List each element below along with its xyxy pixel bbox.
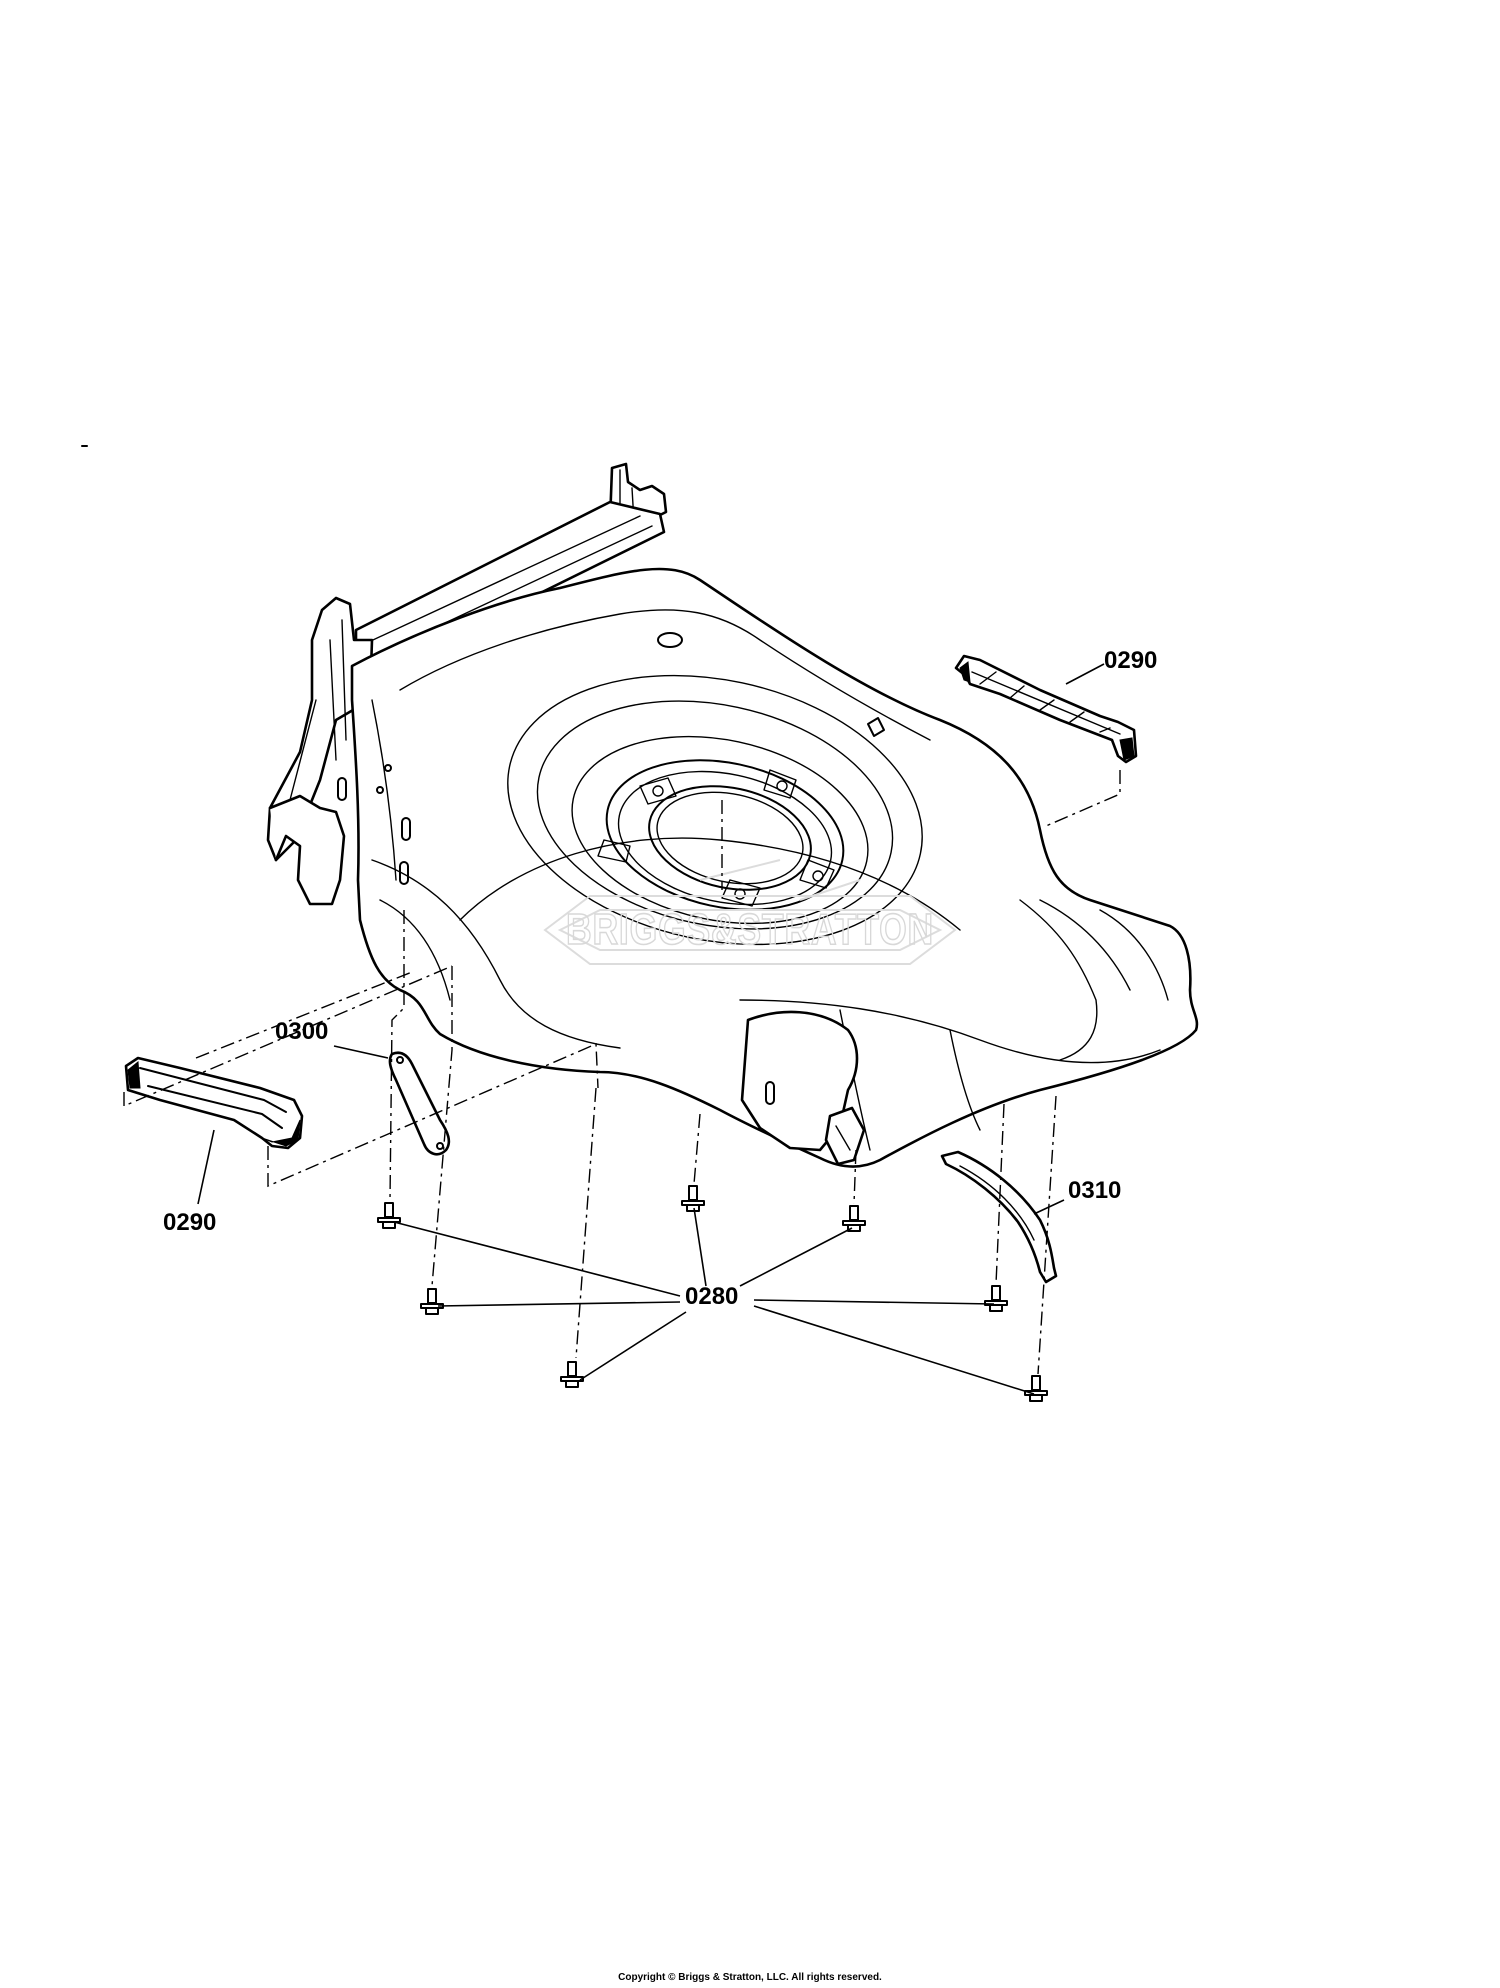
watermark-text: BRIGGS&STRATTON (566, 905, 934, 954)
alignment-lines (123, 770, 1121, 1375)
front-bumper-left (124, 1056, 304, 1150)
callout-0280: 0280 (685, 1283, 738, 1310)
briggs-stratton-watermark: BRIGGS&STRATTON (543, 859, 957, 965)
spindle-opening (648, 785, 812, 891)
blade-bowl-outer (507, 674, 923, 946)
rear-bumper-right (954, 654, 1138, 764)
deck-shell (350, 567, 1199, 1168)
callout-0290-front: 0290 (163, 1209, 216, 1236)
screw-6 (984, 1285, 1008, 1312)
screw-2 (420, 1288, 444, 1315)
screw-7 (1024, 1375, 1048, 1402)
mower-deck (266, 462, 1199, 1168)
screw-1 (377, 1202, 401, 1229)
callout-0300: 0300 (275, 1018, 328, 1045)
bracket-0300 (388, 1051, 451, 1156)
screw-4 (681, 1185, 705, 1212)
copyright-footer: Copyright © Briggs & Stratton, LLC. All … (618, 1972, 882, 1983)
screw-3 (560, 1361, 584, 1388)
screw-5 (842, 1205, 866, 1232)
leader-lines (197, 663, 1105, 1395)
left-side-plate (371, 699, 397, 881)
screw-group-0280 (377, 1185, 1048, 1402)
callout-0310: 0310 (1068, 1177, 1121, 1204)
callout-0290-rear: 0290 (1104, 647, 1157, 674)
